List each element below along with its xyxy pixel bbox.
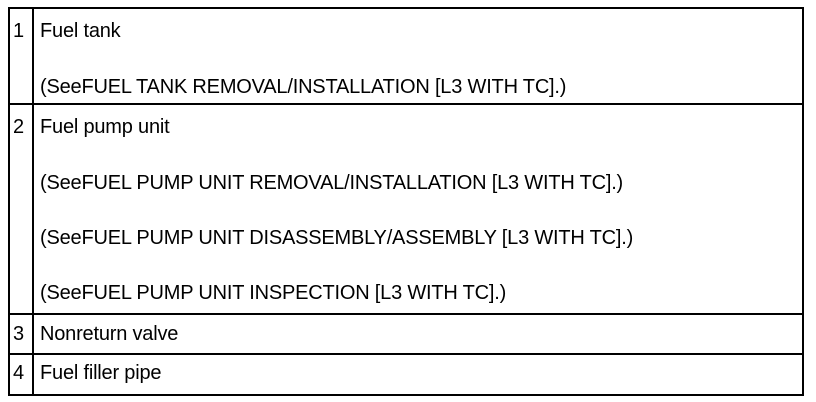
reference-link[interactable]: (SeeFUEL TANK REMOVAL/INSTALLATION [L3 W…	[40, 76, 567, 98]
table-row: 2 Fuel pump unit (SeeFUEL PUMP UNIT REMO…	[10, 105, 802, 315]
table-row: 1 Fuel tank (SeeFUEL TANK REMOVAL/INSTAL…	[10, 9, 802, 105]
reference-link[interactable]: (SeeFUEL PUMP UNIT DISASSEMBLY/ASSEMBLY …	[40, 227, 634, 249]
reference-link[interactable]: (SeeFUEL PUMP UNIT INSPECTION [L3 WITH T…	[40, 282, 507, 304]
table-row: 4 Fuel filler pipe	[10, 355, 802, 394]
item-number-cell: 2	[10, 105, 34, 313]
item-number: 4	[13, 362, 25, 384]
part-name: Fuel pump unit	[40, 116, 170, 138]
item-number: 3	[13, 323, 25, 345]
parts-table: 1 Fuel tank (SeeFUEL TANK REMOVAL/INSTAL…	[8, 7, 804, 396]
part-name: Fuel tank	[40, 20, 121, 42]
part-name: Nonreturn valve	[40, 323, 179, 345]
item-number-cell: 1	[10, 9, 34, 103]
table-row: 3 Nonreturn valve	[10, 315, 802, 355]
item-number-cell: 4	[10, 355, 34, 394]
part-name: Fuel filler pipe	[40, 362, 162, 384]
item-number: 1	[13, 20, 25, 42]
reference-link[interactable]: (SeeFUEL PUMP UNIT REMOVAL/INSTALLATION …	[40, 172, 624, 194]
item-number-cell: 3	[10, 315, 34, 353]
item-number: 2	[13, 116, 25, 138]
